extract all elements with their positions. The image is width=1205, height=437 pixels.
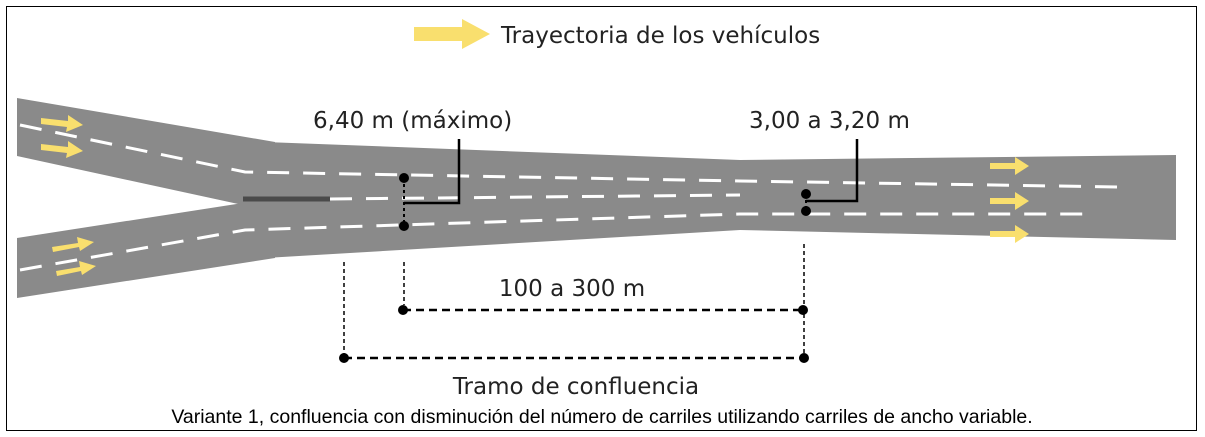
merge-road bbox=[265, 142, 1176, 258]
lane-markings bbox=[19, 123, 1121, 272]
yellow-arrow-icon bbox=[41, 141, 83, 158]
merge-section-label: Tramo de confluencia bbox=[452, 374, 699, 400]
taper-length-dimension bbox=[398, 305, 808, 315]
yellow-arrow-icon bbox=[52, 237, 94, 252]
yellow-arrow-icon bbox=[56, 261, 96, 276]
taper-length-label: 100 a 300 m bbox=[499, 276, 645, 302]
merge-section-dimension bbox=[339, 353, 809, 363]
lane-marking-upper-entry bbox=[19, 123, 1121, 189]
upper-entry-road bbox=[17, 98, 275, 212]
yellow-arrow-icon bbox=[990, 225, 1029, 243]
lane-width-dimension bbox=[801, 139, 859, 216]
yellow-arrow-icon bbox=[41, 115, 83, 132]
lane-marking-lower-entry bbox=[19, 212, 1095, 272]
extension-lines bbox=[343, 244, 805, 355]
yellow-arrow-icon bbox=[990, 192, 1029, 210]
yellow-arrow-icon bbox=[990, 157, 1029, 175]
legend-label: Trayectoria de los vehículos bbox=[500, 23, 820, 49]
legend-arrow-icon bbox=[414, 19, 490, 49]
lane-width-label: 3,00 a 3,20 m bbox=[749, 108, 910, 134]
max-width-label: 6,40 m (máximo) bbox=[313, 108, 512, 134]
vehicle-arrows bbox=[41, 115, 1029, 276]
lane-marking-center bbox=[329, 193, 741, 201]
max-width-dimension bbox=[399, 139, 461, 231]
figure-caption: Variante 1, confluencia con disminución … bbox=[171, 406, 1032, 428]
